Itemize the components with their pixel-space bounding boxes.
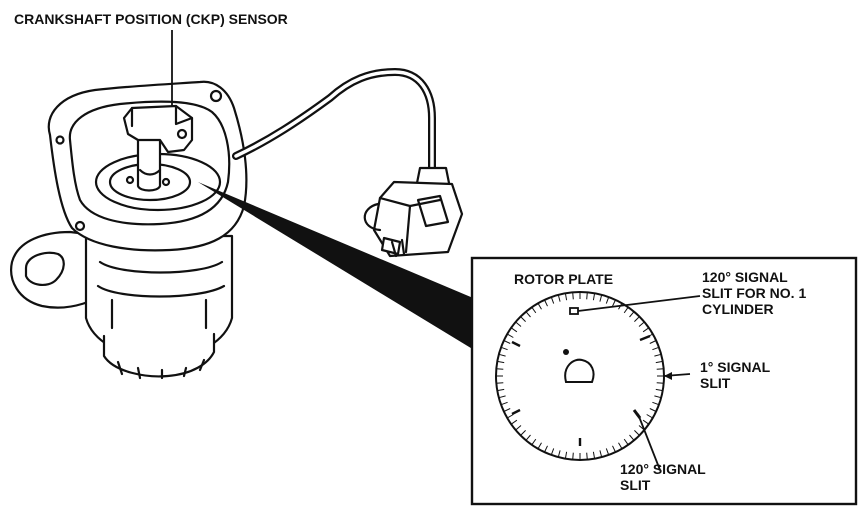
rotor-plate-label: ROTOR PLATE [514,271,613,287]
signal-slit-tick [544,445,548,453]
slit-120-line-1: 120° SIGNAL [620,461,706,477]
slit-1deg-line-2: SLIT [700,375,731,391]
signal-slit-tick [599,294,603,302]
slit-no1-line-2: SLIT FOR NO. 1 [702,285,806,301]
signal-slit-tick [652,346,660,351]
signal-slit-tick [634,316,640,322]
signal-slit-tick [507,414,514,419]
zoom-wedge [198,182,530,356]
housing-bottom-boss [102,332,216,378]
signal-slit-tick [525,434,531,441]
signal-slit-tick [586,452,588,460]
detail-inset [470,256,858,506]
signal-slit-tick [497,388,505,392]
signal-slit-tick [629,434,635,441]
signal-slit-tick [544,299,548,307]
signal-slit-tick [656,382,664,384]
slit-no1-line-1: 120° SIGNAL [702,269,788,285]
signal-slit-tick [655,360,663,364]
signal-slit-tick [586,292,588,300]
sensor-assembly [10,68,464,380]
signal-slit-tick [623,306,629,314]
leader-120 [637,413,661,471]
signal-slit-tick [520,316,526,322]
signal-slit-tick [497,360,505,364]
signal-slit-tick [537,442,542,449]
leader-no1 [577,295,701,312]
signal-slit-tick [592,451,596,459]
signal-slit-tick [564,451,568,459]
signal-slit-tick [655,388,663,392]
signal-slit-tick [564,293,568,301]
one-degree-slits [496,292,664,460]
signal-slit-tick [500,401,508,406]
signal-slit-tick [605,296,610,304]
signal-slit-tick [557,450,561,458]
signal-slit-tick [520,430,526,436]
signal-slit-tick [531,438,537,446]
signal-slit-tick [503,408,511,412]
rotor-hub [564,358,595,383]
slit-no1-label: 120° SIGNAL SLIT FOR NO. 1 CYLINDER [702,269,810,317]
signal-slit-tick [503,340,511,344]
signal-slit-tick [654,353,662,357]
mounting-slot [24,251,65,286]
signal-slit-tick [649,340,657,344]
bolt-hole [55,135,65,145]
slit-1deg-label: 1° SIGNAL SLIT [700,359,774,391]
sensor-connector [363,166,464,258]
signal-slit-tick [599,450,603,458]
signal-slit-tick [525,311,531,318]
signal-slit-tick [634,430,640,436]
signal-slit-tick [656,368,664,370]
signal-slit-tick [550,296,555,304]
slit-no1-line-3: CYLINDER [702,301,774,317]
signal-slit-tick [496,382,504,384]
sensor-label: CRANKSHAFT POSITION (CKP) SENSOR [14,11,288,27]
signal-slit-tick [612,445,616,453]
signal-slit-tick [649,408,657,412]
signal-slit-tick [537,303,542,310]
signal-slit-tick [507,333,514,338]
signal-slit-tick [500,346,508,351]
signal-slit-tick [642,419,650,425]
signal-slit-tick [612,299,616,307]
signal-slit-tick [510,419,518,425]
slit-120-line-2: SLIT [620,477,651,493]
slit-1deg-line-1: 1° SIGNAL [700,359,771,375]
signal-slit-tick [496,368,504,370]
signal-slit-tick [510,327,518,333]
signal-slit-tick [515,425,522,431]
signal-slit-tick [605,448,610,456]
signal-slit-tick [572,292,574,300]
bolt-hole [74,220,86,232]
slit-120-label: 120° SIGNAL SLIT [620,461,709,493]
bolt-hole [209,89,223,103]
signal-slit-tick [654,395,662,399]
sensor-cable [232,68,436,172]
signal-slit-tick [531,306,537,314]
signal-slit-tick [623,438,629,446]
signal-slit-tick [498,395,506,399]
signal-slit-tick [498,353,506,357]
signal-slit-tick [550,448,555,456]
signal-slit-tick [618,442,623,449]
signal-slit-tick [638,321,645,327]
signal-slit-tick [642,327,650,333]
rotor-plate-detail [495,291,665,461]
signal-slit-tick [629,311,635,318]
signal-slit-tick [652,401,660,406]
signal-slit-tick [572,452,574,460]
signal-slit-tick [592,293,596,301]
signal-slit-tick [557,294,561,302]
signal-slit-tick [646,414,653,419]
signal-slit-tick [515,321,522,327]
slit-no1-marker [569,307,579,315]
